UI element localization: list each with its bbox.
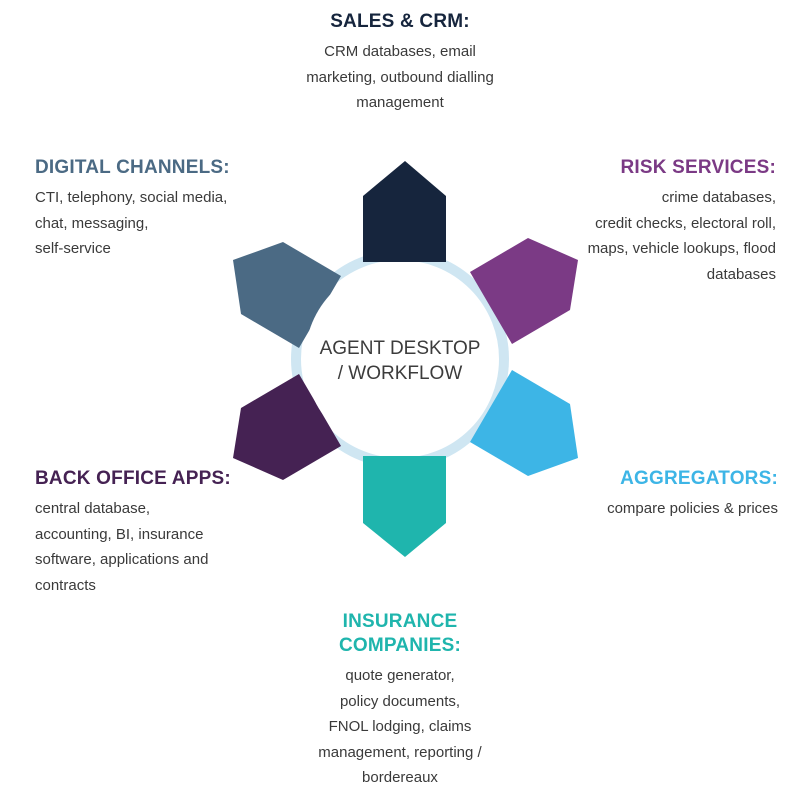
segment-sales-body-line: management (356, 94, 444, 111)
segment-insurance-body-line: FNOL lodging, claims (328, 718, 472, 735)
segment-sales-title: SALES & CRM: (285, 10, 515, 34)
segment-backoffice-body-line: accounting, BI, insurance (35, 525, 204, 543)
segment-insurance-body: quote generator, policy documents, FNOL … (290, 663, 510, 791)
segment-backoffice-title-line: BACK OFFICE APPS: (35, 468, 231, 489)
segment-backoffice-body: central database, accounting, BI, insura… (35, 496, 255, 598)
petal-sales-shape (363, 161, 446, 262)
hub-label-line-1: AGENT DESKTOP (319, 338, 481, 359)
segment-digital-body-line: self-service (35, 240, 111, 257)
petal-backoffice-shape (233, 374, 341, 480)
petal-sales (363, 161, 446, 262)
segment-digital-title: DIGITAL CHANNELS: (35, 156, 255, 180)
segment-risk-body-line: credit checks, electoral roll, (595, 214, 776, 232)
segment-risk-body: crime databases, credit checks, electora… (566, 185, 776, 287)
segment-insurance-body-line: bordereaux (362, 769, 438, 786)
segment-risk-title: RISK SERVICES: (566, 156, 776, 180)
segment-insurance-title: INSURANCE COMPANIES: (290, 610, 510, 658)
segment-digital: DIGITAL CHANNELS: CTI, telephony, social… (35, 156, 255, 262)
petal-risk-shape (470, 238, 578, 344)
segment-aggregators-body-line: compare policies & prices (607, 500, 778, 517)
petal-backoffice (233, 374, 341, 480)
segment-backoffice-body-line: contracts (35, 576, 96, 594)
segment-insurance-title-line: INSURANCE (342, 611, 458, 632)
segment-sales-body: CRM databases, email marketing, outbound… (285, 39, 515, 116)
petal-aggregators (470, 370, 578, 476)
segment-risk-body-line: maps, vehicle lookups, flood (587, 240, 776, 257)
segment-insurance-body-line: management, reporting / (318, 743, 482, 761)
segment-insurance-title-line: COMPANIES: (339, 635, 461, 656)
segment-risk-title-line: RISK SERVICES: (620, 157, 776, 178)
segment-insurance-body-line: quote generator, (345, 667, 455, 684)
segment-risk-body-line: crime databases, (661, 189, 776, 206)
segment-backoffice-body-line: central database, (35, 500, 151, 517)
segment-sales-title-line: SALES & CRM: (330, 11, 470, 32)
segment-aggregators-title-line: AGGREGATORS: (620, 468, 778, 489)
segment-sales-body-line: marketing, outbound dialling (306, 68, 494, 86)
segment-backoffice: BACK OFFICE APPS: central database, acco… (35, 467, 255, 598)
petal-insurance (363, 456, 446, 557)
segment-aggregators-title: AGGREGATORS: (566, 467, 778, 491)
segment-insurance-body-line: policy documents, (339, 692, 461, 710)
segment-digital-body-line: CTI, telephony, social media, (35, 189, 228, 206)
hub-label: AGENT DESKTOP / WORKFLOW (305, 336, 495, 386)
segment-sales-body-line: CRM databases, email (324, 43, 476, 60)
segment-insurance: INSURANCE COMPANIES: quote generator, po… (290, 610, 510, 791)
segment-backoffice-body-line: software, applications and (35, 551, 209, 568)
segment-backoffice-title: BACK OFFICE APPS: (35, 467, 255, 491)
petal-aggregators-shape (470, 370, 578, 476)
segment-aggregators-body: compare policies & prices (566, 496, 778, 522)
segment-risk-body-line: databases (706, 265, 776, 283)
hub-label-line-2: / WORKFLOW (337, 363, 463, 384)
segment-aggregators: AGGREGATORS: compare policies & prices (566, 467, 778, 522)
segment-digital-body-line: chat, messaging, (35, 214, 149, 232)
segment-sales: SALES & CRM: CRM databases, email market… (285, 10, 515, 116)
segment-digital-title-line: DIGITAL CHANNELS: (35, 157, 230, 178)
segment-risk: RISK SERVICES: crime databases, credit c… (566, 156, 776, 287)
hub-circle (305, 264, 495, 454)
petal-risk (470, 238, 578, 344)
petal-insurance-shape (363, 456, 446, 557)
segment-digital-body: CTI, telephony, social media, chat, mess… (35, 185, 255, 262)
